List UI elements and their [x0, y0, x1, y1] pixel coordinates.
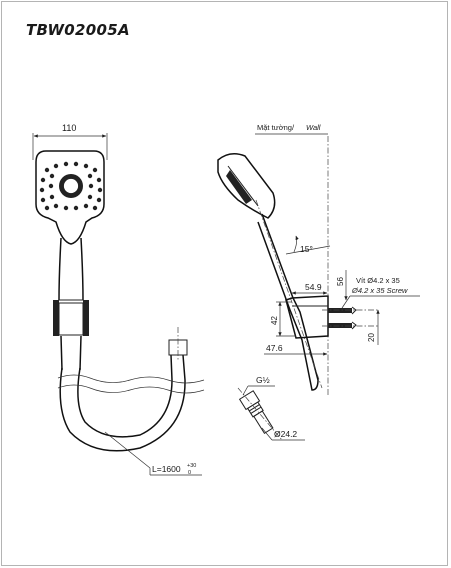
hose-length: L=1600	[152, 464, 181, 474]
screw-tips	[351, 306, 357, 330]
handle-outline	[58, 237, 84, 301]
dim-56: 56	[336, 277, 345, 286]
diameter-leader	[261, 427, 273, 441]
angle-arc	[293, 235, 299, 253]
hose-tol-minus: 0	[188, 470, 191, 476]
holder-body	[58, 302, 84, 336]
dim-thread: G½	[256, 375, 270, 385]
side-centerline	[255, 199, 323, 389]
hose-break-line-top	[57, 374, 205, 384]
spray-nozzles	[39, 161, 103, 211]
dim-angle: 15°	[300, 244, 313, 254]
side-spray-face	[226, 170, 252, 204]
screw-upper	[328, 308, 352, 313]
connector-detail: G½ Ø24.2	[237, 375, 305, 441]
hose-inner	[77, 354, 173, 438]
connector-body	[253, 410, 274, 434]
dim-54-9: 54.9	[305, 282, 322, 292]
center-ring-inner	[63, 178, 79, 194]
hose: L=1600 +30 0	[57, 327, 205, 476]
hose-break-line-bottom	[57, 384, 205, 394]
angle-reference	[285, 245, 331, 255]
hose-leader	[104, 431, 151, 469]
dim-42: 42	[270, 316, 279, 325]
side-bracket	[285, 295, 329, 339]
side-head-face	[227, 165, 259, 207]
hose-outer	[59, 354, 186, 452]
dim-47-6: 47.6	[266, 343, 283, 353]
hose-tol-plus: +30	[187, 463, 196, 469]
holder-right-side	[83, 300, 89, 336]
dim-head-width: 110	[62, 123, 76, 133]
side-handle-outline	[257, 213, 319, 391]
screw-leader	[341, 295, 351, 309]
model-title: TBW02005A	[26, 21, 130, 39]
shower-head-outline	[35, 150, 105, 245]
dim-20: 20	[367, 333, 376, 342]
wall-label-vi: Mặt tường/	[257, 123, 295, 132]
holder-left-side	[53, 300, 59, 336]
dim-outer-diameter: Ø24.2	[274, 429, 297, 439]
screw-label-en: Ø4.2 x 35 Screw	[351, 286, 408, 295]
wall-label-en: Wall	[306, 123, 321, 132]
screw-label-vi: Vít Ø4.2 x 35	[356, 276, 400, 285]
thread-leader	[242, 385, 249, 396]
front-view-hand-shower: 110	[32, 123, 108, 371]
handle-lower	[60, 335, 82, 371]
screw-lower	[328, 323, 352, 328]
side-head-outline	[217, 153, 276, 219]
side-view: Mặt tường/ Wall 15° 54.9 56 42	[217, 123, 420, 395]
